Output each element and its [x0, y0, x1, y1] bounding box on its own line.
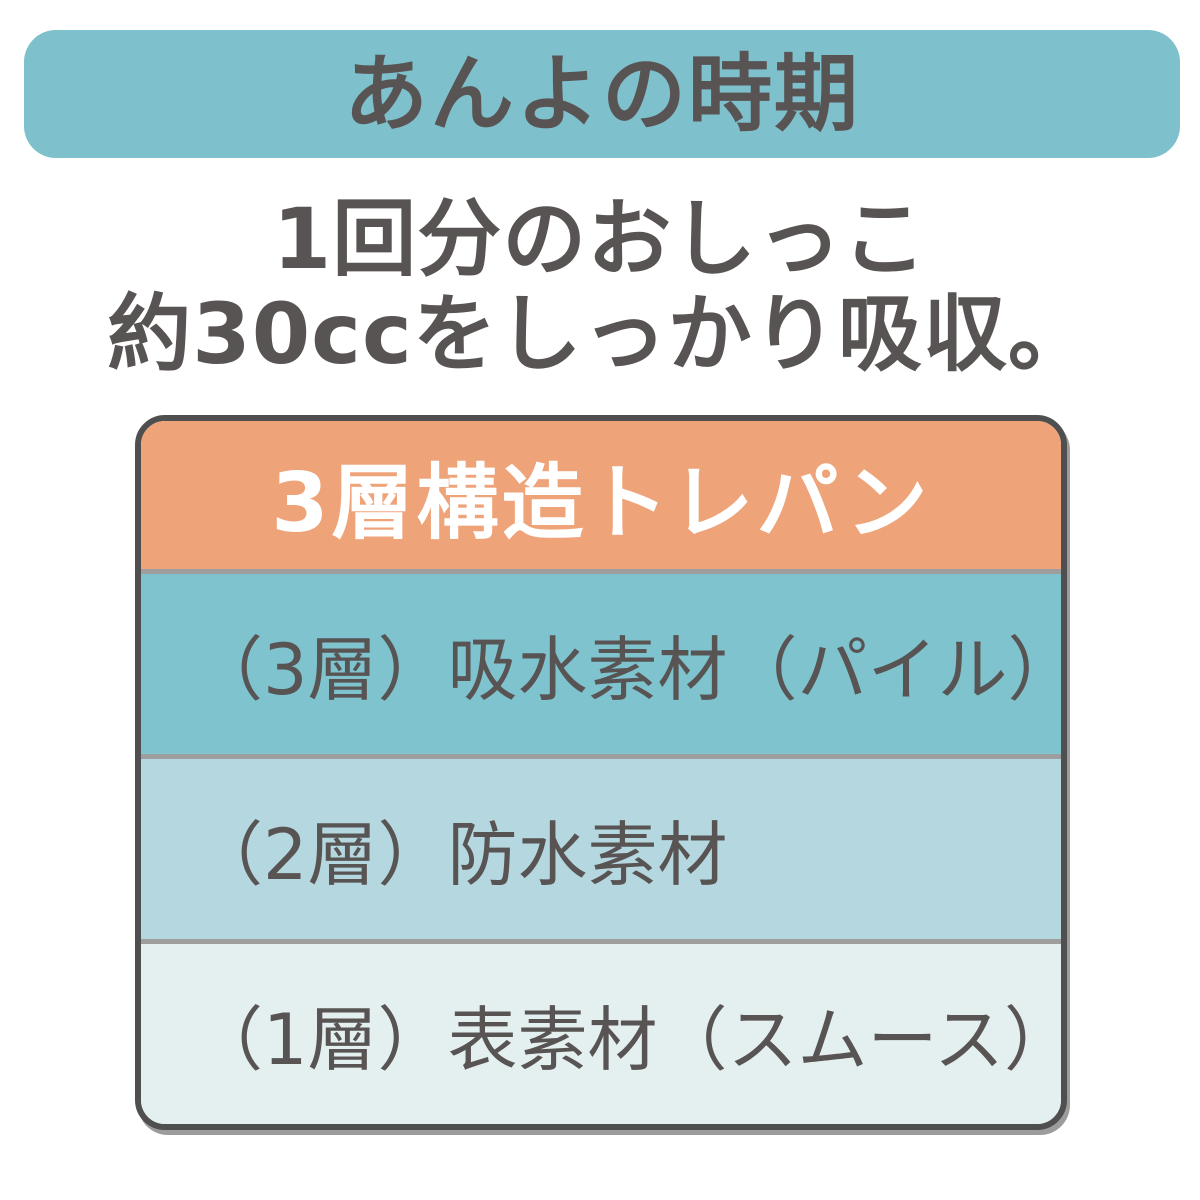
absorption-subtitle: 1回分のおしっこ 約30ccをしっかり吸収。 — [0, 192, 1200, 382]
stage-banner: あんよの時期 — [24, 30, 1180, 158]
layer-row-1: （1層）表素材（スムース） — [141, 939, 1061, 1124]
layer-row-1-label: （1層）表素材（スムース） — [193, 998, 1067, 1081]
subtitle-line-1: 1回分のおしっこ — [272, 190, 928, 288]
stage-banner-title: あんよの時期 — [343, 45, 860, 143]
subtitle-line-2: 約30ccをしっかり吸収。 — [107, 284, 1093, 383]
card-title: 3層構造トレパン — [141, 421, 1061, 569]
layer-structure-card: 3層構造トレパン （3層）吸水素材（パイル） （2層）防水素材 （1層）表素材（… — [135, 415, 1067, 1130]
layer-row-3-label: （3層）吸水素材（パイル） — [193, 628, 1067, 711]
layer-row-3: （3層）吸水素材（パイル） — [141, 569, 1061, 754]
layer-row-2-label: （2層）防水素材 — [193, 813, 728, 896]
layer-row-2: （2層）防水素材 — [141, 754, 1061, 939]
